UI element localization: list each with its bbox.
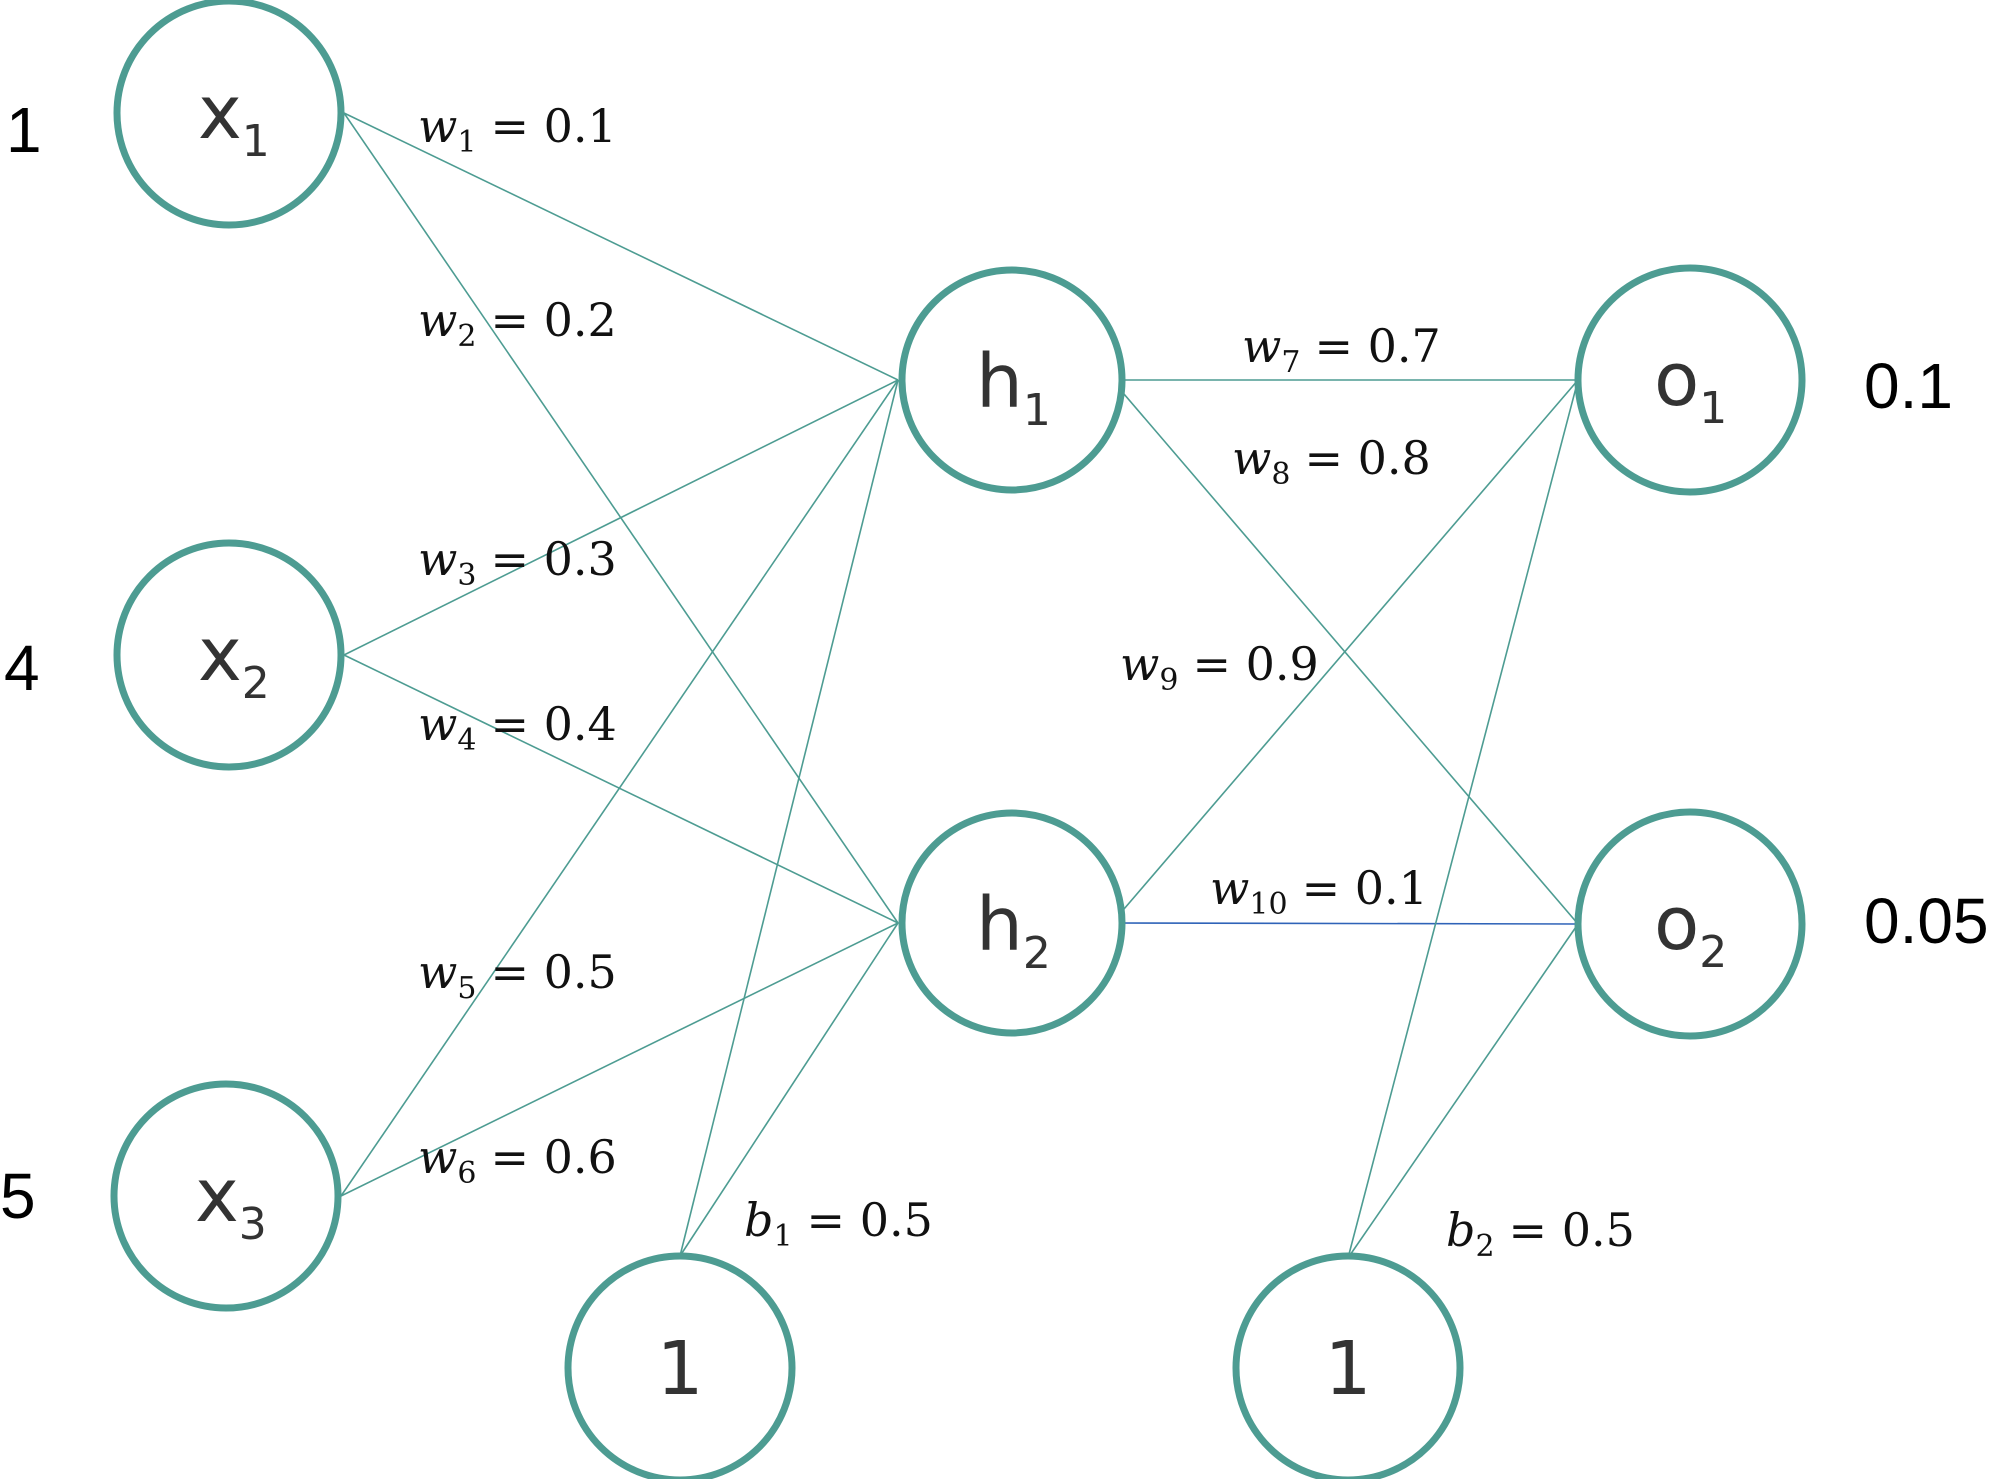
edges-input-hidden <box>340 112 899 1257</box>
weight-label-w7: w7= 0.7 <box>1242 319 1441 380</box>
node-o1: o1 <box>1574 264 1806 496</box>
weight-label-w10: w10= 0.1 <box>1210 861 1428 922</box>
weight-label-w3: w3= 0.3 <box>418 532 617 593</box>
node-x3: x3 <box>110 1080 342 1312</box>
target-value-o2: 0.05 <box>1864 885 1989 957</box>
weight-label-w9: w9= 0.9 <box>1120 637 1319 698</box>
edge-h2-o2 <box>1111 922 1579 925</box>
node-h1: h1 <box>898 266 1126 494</box>
edge-b2-o2 <box>1347 923 1579 1259</box>
edge-x1-h1 <box>343 112 899 381</box>
weight-label-w2: w2= 0.2 <box>418 293 617 354</box>
weight-label-w8: w8= 0.8 <box>1232 431 1431 492</box>
edge-b1-h2 <box>679 922 899 1257</box>
svg-text:1: 1 <box>1324 1326 1371 1412</box>
edge-b1-h1 <box>679 379 899 1257</box>
edge-b2-o1 <box>1347 379 1579 1259</box>
input-value-x3: 5 <box>0 1160 36 1232</box>
target-value-o1: 0.1 <box>1864 350 1953 422</box>
weight-label-w1: w1= 0.1 <box>418 99 617 160</box>
svg-text:o1: o1 <box>1654 337 1727 434</box>
svg-text:o2: o2 <box>1654 881 1727 978</box>
svg-text:x3: x3 <box>195 1153 267 1250</box>
edge-h2-o1 <box>1111 379 1579 924</box>
node-x2: x2 <box>113 539 345 771</box>
input-value-x2: 4 <box>4 632 40 704</box>
svg-text:h1: h1 <box>976 339 1051 436</box>
weight-label-w4: w4= 0.4 <box>418 697 617 758</box>
node-bias-2: 1 <box>1232 1252 1464 1479</box>
edges-hidden-output <box>1111 379 1579 1259</box>
weight-label-w5: w5= 0.5 <box>418 945 617 1006</box>
svg-text:x2: x2 <box>198 612 270 709</box>
svg-text:x1: x1 <box>198 70 270 167</box>
edge-x3-h2 <box>340 922 899 1197</box>
svg-text:1: 1 <box>656 1326 703 1412</box>
node-x1: x1 <box>113 0 345 229</box>
edge-x2-h1 <box>343 379 899 656</box>
weight-label-w6: w6= 0.6 <box>418 1130 617 1191</box>
bias-label-b2: b2= 0.5 <box>1446 1203 1635 1264</box>
svg-text:h2: h2 <box>976 882 1051 979</box>
node-o2: o2 <box>1574 808 1806 1040</box>
node-bias-1: 1 <box>564 1252 796 1479</box>
input-value-x1: 1 <box>6 94 42 166</box>
node-h2: h2 <box>898 809 1126 1037</box>
edge-x3-h1 <box>340 379 899 1197</box>
bias-label-b1: b1= 0.5 <box>744 1193 933 1254</box>
edge-x2-h2 <box>343 654 899 924</box>
